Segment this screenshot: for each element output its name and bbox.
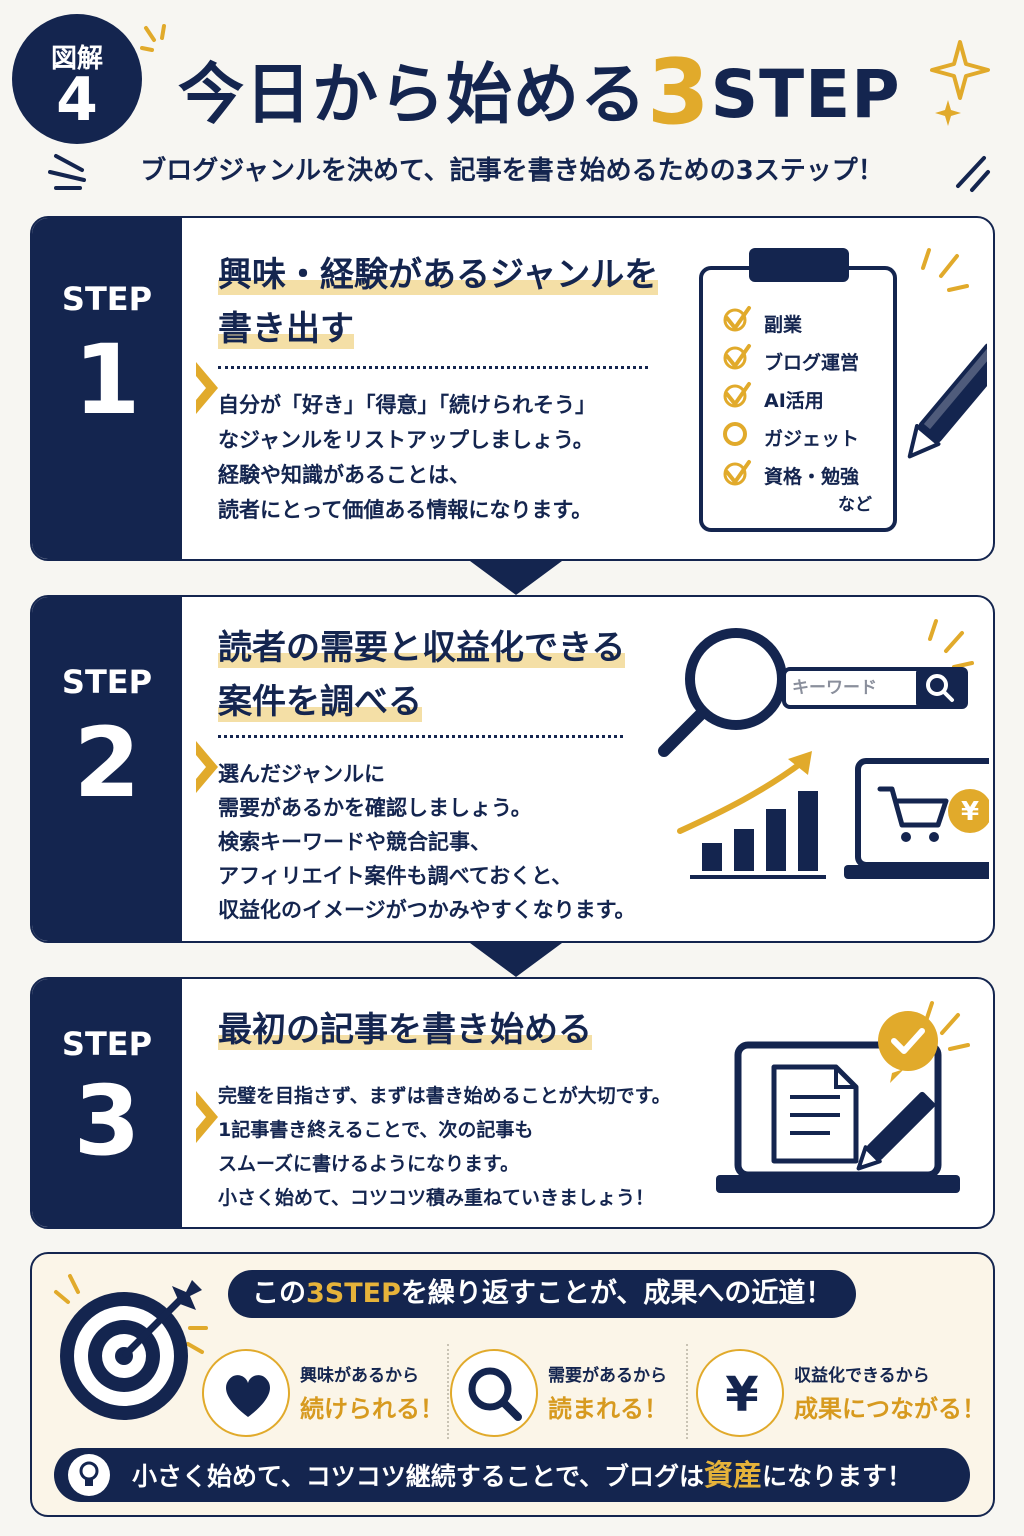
checklist-footer: など <box>838 495 872 515</box>
summary-panel: この3STEPを繰り返すことが、成果への近道！ 興味があるから 続けられる！ 需… <box>30 1252 995 1517</box>
divider <box>218 366 648 369</box>
page-subtitle: ブログジャンルを決めて、記事を書き始めるための3ステップ！ <box>140 156 884 186</box>
svg-text:¥: ¥ <box>725 1367 758 1423</box>
step-3-sidebar: STEP 3 <box>32 979 182 1227</box>
magnifier-icon <box>450 1349 538 1437</box>
feature-line-2: 成果につながる！ <box>794 1395 986 1423</box>
step-2-title-line-1: 読者の需要と収益化できる <box>218 628 626 668</box>
lightbulb-icon <box>68 1454 110 1496</box>
step-2-card: STEP 2 読者の需要と収益化できる 案件を調べる 選んだジャンルに 需要があ… <box>30 595 995 943</box>
step-1-label: STEP <box>61 280 153 318</box>
checklist-item: 資格・勉強 <box>764 466 860 488</box>
search-keyword-placeholder: キーワード <box>792 678 877 698</box>
body-line: 収益化のイメージがつかみやすくなります。 <box>218 898 636 922</box>
step-1-title-line-2: 書き出す <box>218 309 354 349</box>
checklist-item: 副業 <box>764 314 803 336</box>
clipboard-checklist-icon <box>699 248 987 532</box>
feature-line-1: 興味があるから <box>300 1366 419 1386</box>
step-3-title: 最初の記事を書き始める <box>218 1003 592 1057</box>
step-2-sidebar: STEP 2 <box>32 597 182 941</box>
body-line: なジャンルをリストアップしましょう。 <box>218 428 594 452</box>
step-3-body: 完璧を目指さず、まずは書き始めることが大切です。 1記事書き終えることで、次の記… <box>218 1079 671 1215</box>
body-line: 読者にとって価値ある情報になります。 <box>218 498 593 522</box>
body-line: 経験や知識があることは、 <box>218 463 470 487</box>
feature-line-1: 収益化できるから <box>794 1366 930 1386</box>
checklist-item: ブログ運営 <box>764 352 860 374</box>
step-1-title: 興味・経験があるジャンルを 書き出す <box>218 248 659 356</box>
step-1-title-line-1: 興味・経験があるジャンルを <box>218 255 659 295</box>
step-1-body: 自分が「好き」「得意」「続けられそう」 なジャンルをリストアップしましょう。 経… <box>218 388 596 528</box>
divider <box>447 1344 449 1439</box>
feature-result: ¥ 収益化できるから 成果につながる！ <box>696 1349 986 1439</box>
step-connector-arrow <box>470 943 562 977</box>
headline-highlight: 3STEP <box>306 1278 401 1309</box>
step-1-card: STEP 1 興味・経験があるジャンルを 書き出す 自分が「好き」「得意」「続け… <box>30 216 995 561</box>
sparkle-icon <box>930 40 990 126</box>
step-2-number: 2 <box>73 707 141 819</box>
step-3-title-line-1: 最初の記事を書き始める <box>218 1010 592 1050</box>
body-line: スムーズに書けるようになります。 <box>218 1153 520 1175</box>
headline-post: を繰り返すことが、成果への近道！ <box>400 1278 833 1309</box>
step-2-body: 選んだジャンルに 需要があるかを確認しましょう。 検索キーワードや競合記事、 ア… <box>218 757 635 927</box>
svg-text:¥: ¥ <box>961 797 979 827</box>
body-line: 選んだジャンルに <box>218 762 385 786</box>
step-connector-arrow <box>470 561 562 595</box>
body-line: 完璧を目指さず、まずは書き始めることが大切です。 <box>218 1085 671 1107</box>
badge-number: 4 <box>56 65 98 135</box>
footer-post: になります！ <box>762 1462 913 1491</box>
figure-badge: 図解 4 <box>12 14 142 144</box>
heart-icon <box>202 1349 290 1437</box>
body-line: 小さく始めて、コツコツ積み重ねていきましょう！ <box>218 1187 655 1209</box>
divider <box>218 735 623 738</box>
step-3-number: 3 <box>73 1065 141 1177</box>
step-2-label: STEP <box>61 663 153 701</box>
checklist-item: ガジェット <box>764 428 860 450</box>
body-line: 1記事書き終えることで、次の記事も <box>218 1119 534 1141</box>
body-line: アフィリエイト案件も調べておくと、 <box>218 864 573 888</box>
divider <box>686 1344 688 1439</box>
subtitle-left-accent-icon <box>48 154 86 190</box>
laptop-document-pencil-icon <box>716 1001 970 1193</box>
headline-pre: この <box>252 1278 306 1309</box>
step-1-sidebar: STEP 1 <box>32 218 182 559</box>
footer-highlight: 資産 <box>704 1458 763 1492</box>
accent-lines-icon <box>140 24 166 52</box>
checklist-item: AI活用 <box>764 390 824 412</box>
feature-line-1: 需要があるから <box>548 1366 667 1386</box>
chevron-right-icon <box>196 741 218 793</box>
target-icon <box>54 1274 208 1420</box>
subtitle-right-accent-icon <box>956 156 990 192</box>
step-2-title-line-2: 案件を調べる <box>218 682 422 722</box>
step-2-title: 読者の需要と収益化できる 案件を調べる <box>218 621 626 729</box>
body-line: 需要があるかを確認しましょう。 <box>218 796 532 820</box>
page-title: 今日から始める3STEP <box>178 40 901 145</box>
step-3-card: STEP 3 最初の記事を書き始める 完璧を目指さず、まずは書き始めることが大切… <box>30 977 995 1229</box>
step-3-label: STEP <box>61 1025 153 1063</box>
search-growth-laptop-icon: ¥ <box>658 619 989 879</box>
body-line: 検索キーワードや競合記事、 <box>218 830 491 854</box>
feature-read: 需要があるから 読まれる！ <box>450 1349 695 1439</box>
chevron-right-icon <box>196 362 218 414</box>
feature-line-2: 続けられる！ <box>300 1395 444 1423</box>
footer-pre: 小さく始めて、コツコツ継続することで、ブログは <box>132 1462 705 1491</box>
footer-text: 小さく始めて、コツコツ継続することで、ブログは資産になります！ <box>132 1448 912 1504</box>
summary-footer: 小さく始めて、コツコツ継続することで、ブログは資産になります！ <box>54 1448 970 1502</box>
body-line: 自分が「好き」「得意」「続けられそう」 <box>218 393 596 417</box>
feature-continue: 興味があるから 続けられる！ <box>202 1349 447 1439</box>
feature-line-2: 読まれる！ <box>548 1395 668 1423</box>
title-suffix: STEP <box>710 56 901 133</box>
title-number: 3 <box>647 40 711 145</box>
title-main: 今日から始める <box>178 56 647 133</box>
summary-headline: この3STEPを繰り返すことが、成果への近道！ <box>228 1270 857 1318</box>
step-1-number: 1 <box>73 324 141 436</box>
badge-label: 図解 <box>50 44 103 74</box>
chevron-right-icon <box>196 1091 218 1143</box>
yen-icon: ¥ <box>696 1349 784 1437</box>
